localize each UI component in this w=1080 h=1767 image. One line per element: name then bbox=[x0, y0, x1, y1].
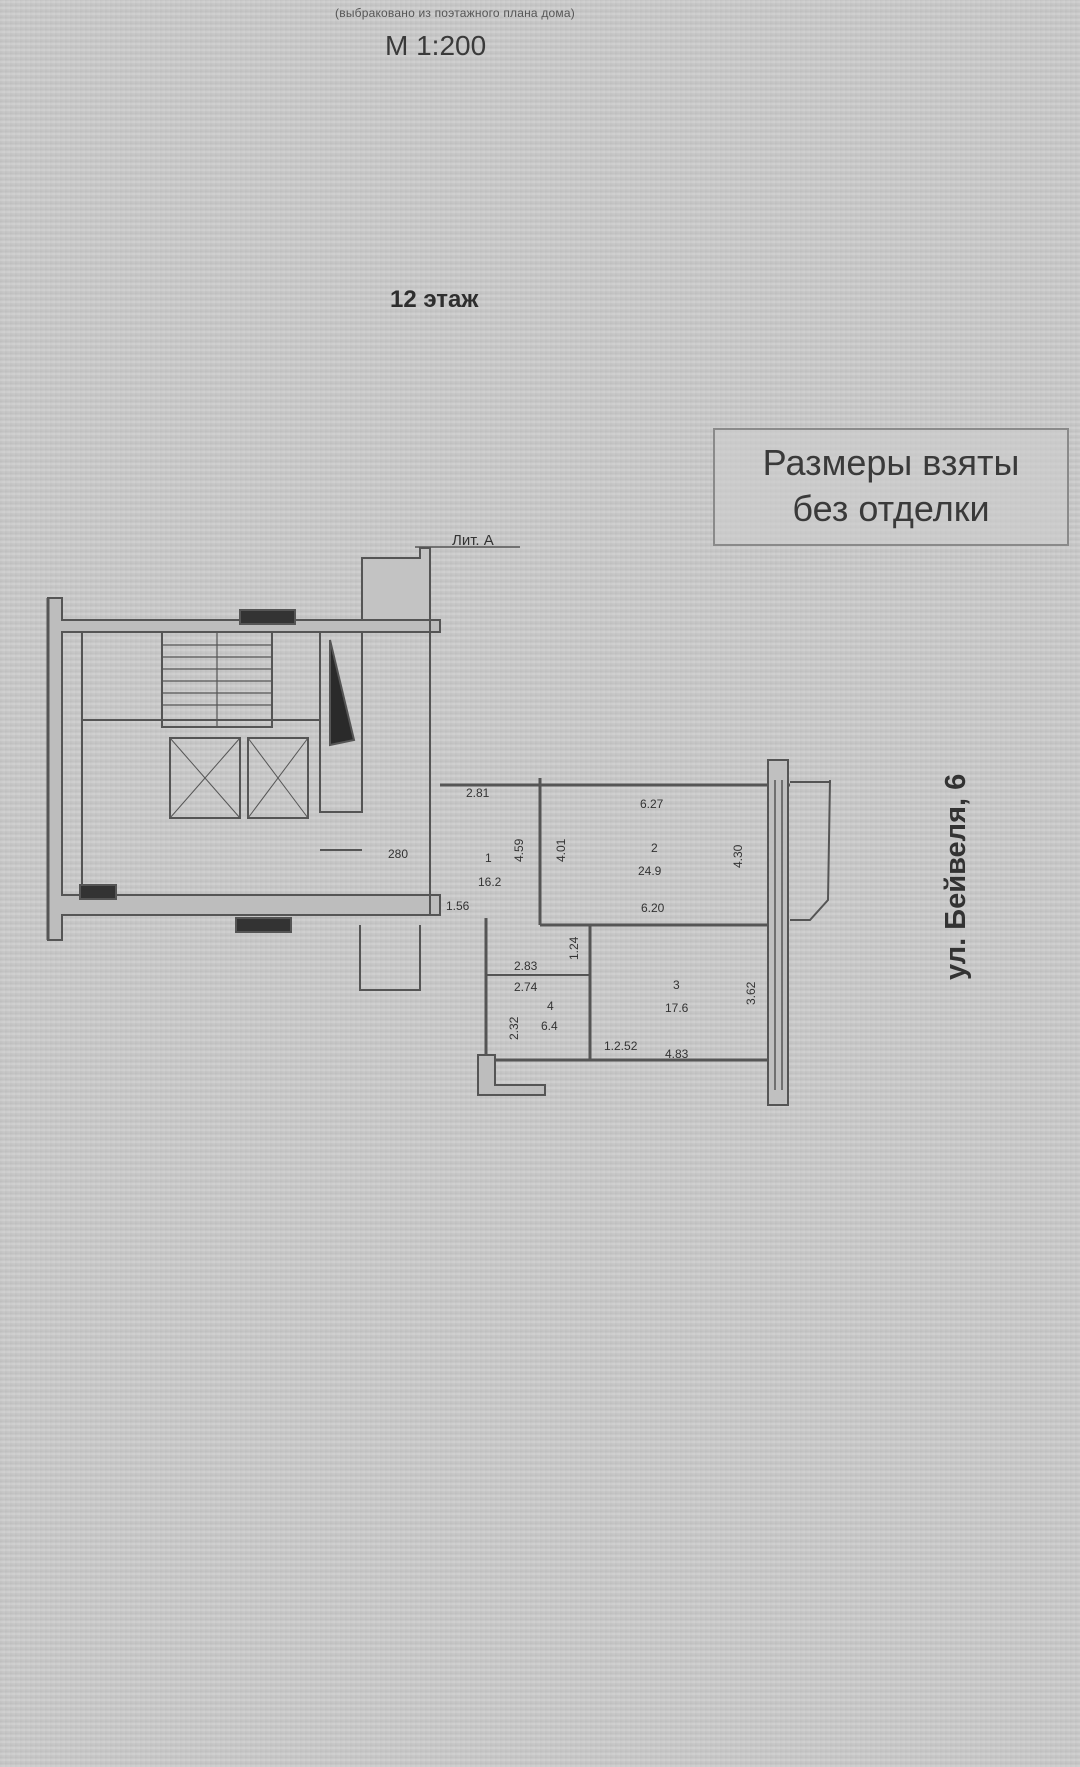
lit-a-block bbox=[361, 547, 431, 621]
dimensions-note-box: Размеры взяты без отделки bbox=[713, 428, 1069, 546]
floor-label: 12 этаж bbox=[390, 286, 479, 313]
dim-4-59: 4.59 bbox=[512, 838, 526, 862]
note-line-2: без отделки bbox=[792, 488, 990, 529]
dim-2-80: 280 bbox=[388, 847, 408, 861]
window-corner bbox=[79, 884, 117, 900]
scale-label: М 1:200 bbox=[385, 30, 487, 61]
room-1-area: 16.2 bbox=[478, 875, 502, 889]
room-3-area: 17.6 bbox=[665, 1001, 689, 1015]
window-bottom bbox=[235, 917, 292, 933]
dim-3-62: 3.62 bbox=[744, 981, 758, 1005]
bottom-niche bbox=[477, 1054, 546, 1096]
shaft bbox=[319, 631, 363, 813]
window-top bbox=[239, 609, 296, 625]
elevator-2 bbox=[247, 737, 309, 819]
plan-subtitle: (выбраковано из поэтажного плана дома) bbox=[335, 6, 575, 20]
dim-6-20: 6.20 bbox=[641, 901, 665, 915]
dim-6-27: 6.27 bbox=[640, 797, 664, 811]
stair-steps bbox=[162, 632, 272, 727]
dim-4-83: 4.83 bbox=[665, 1047, 689, 1061]
room-1-number: 1 bbox=[485, 851, 492, 865]
stair-block-walls bbox=[47, 597, 441, 941]
dim-4-01: 4.01 bbox=[554, 838, 568, 862]
dim-4-30: 4.30 bbox=[731, 844, 745, 868]
dim-1-56: 1.56 bbox=[446, 899, 470, 913]
dim-1-24: 1.24 bbox=[567, 936, 581, 960]
room-2-area: 24.9 bbox=[638, 864, 662, 878]
facade-wall bbox=[767, 759, 789, 1106]
dim-2-74: 2.74 bbox=[514, 980, 538, 994]
balcony bbox=[790, 779, 831, 921]
room-3-number: 3 bbox=[673, 978, 680, 992]
room-4-number: 4 bbox=[547, 999, 554, 1013]
note-line-1: Размеры взяты bbox=[762, 442, 1020, 483]
lower-vestibule bbox=[359, 925, 421, 991]
dim-2-81: 2.81 bbox=[466, 786, 490, 800]
dim-2-83: 2.83 bbox=[514, 959, 538, 973]
lit-label: Лит. А bbox=[452, 532, 494, 549]
dim-1-2-52: 1.2.52 bbox=[604, 1039, 638, 1053]
room-4-area: 6.4 bbox=[541, 1019, 558, 1033]
chute-triangle bbox=[329, 639, 356, 747]
room-2-number: 2 bbox=[651, 841, 658, 855]
elevator-1 bbox=[169, 737, 241, 819]
dim-2-32: 2.32 bbox=[507, 1016, 521, 1040]
